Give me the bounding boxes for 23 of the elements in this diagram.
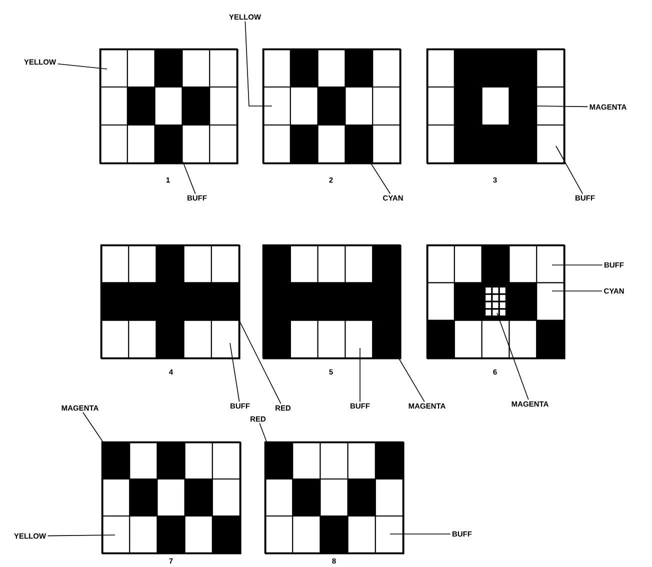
tile-grid bbox=[264, 441, 404, 554]
leader-line bbox=[552, 264, 603, 266]
leader-line bbox=[47, 534, 116, 536]
leader-line bbox=[57, 63, 108, 70]
leader-line bbox=[244, 20, 272, 106]
leader-line bbox=[259, 422, 268, 444]
tile-grid bbox=[100, 244, 240, 360]
leader-line bbox=[82, 412, 104, 442]
tile-grid bbox=[262, 48, 402, 164]
tile-grid bbox=[101, 441, 242, 554]
leader-line bbox=[536, 106, 588, 108]
tile-grid bbox=[426, 48, 566, 164]
leader-line bbox=[398, 356, 425, 402]
tile-grid bbox=[426, 244, 566, 360]
leader-line bbox=[370, 162, 391, 194]
leader-line bbox=[182, 162, 196, 194]
tile-grid bbox=[99, 48, 238, 164]
leader-line bbox=[238, 320, 282, 404]
leader-line bbox=[552, 290, 602, 292]
tile-grid bbox=[262, 244, 402, 360]
leader-line bbox=[556, 146, 583, 194]
leader-line bbox=[496, 312, 529, 400]
leader-line bbox=[230, 342, 240, 402]
